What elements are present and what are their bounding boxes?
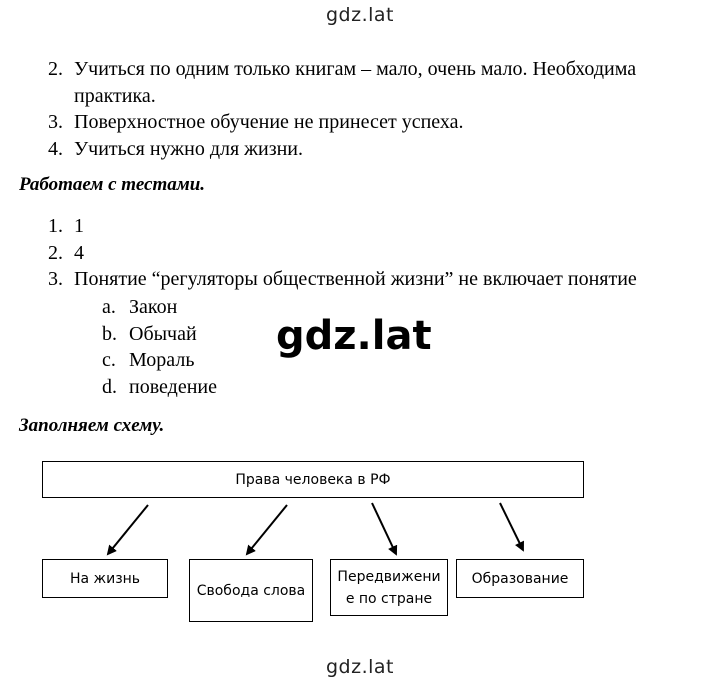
list-item-number: 2. (48, 58, 63, 80)
tests-heading: Работаем с тестами. (19, 174, 206, 195)
arrow-4 (499, 502, 524, 552)
scheme-child-label: На жизнь (69, 570, 141, 587)
scheme-child-label: Образование (471, 570, 569, 587)
options-list: a. Закон b. Обычай c. Мораль d. поведени… (102, 294, 402, 400)
option-item: c. Мораль (102, 347, 402, 374)
list-item: 3. Понятие “регуляторы общественной жизн… (48, 266, 708, 293)
watermark-top: gdz.lat (325, 4, 394, 26)
list-item-text: 4 (74, 241, 84, 264)
scheme-child-box: Образование (456, 559, 584, 598)
option-item: d. поведение (102, 374, 402, 401)
conclusions-list: 2. Учиться по одним только книгам – мало… (48, 56, 708, 162)
scheme-root-label: Права человека в РФ (235, 471, 391, 488)
scheme-child-box: На жизнь (42, 559, 168, 598)
watermark-bottom: gdz.lat (325, 656, 394, 678)
option-letter: b. (102, 322, 117, 345)
scheme-child-box: Передвижение по стране (330, 559, 448, 616)
arrow-1 (106, 504, 149, 556)
list-item-text: Учиться нужно для жизни. (74, 137, 304, 160)
list-item-number: 3. (48, 111, 63, 133)
option-item: a. Закон (102, 294, 402, 321)
option-text: Мораль (129, 349, 195, 371)
list-item-number: 1. (48, 215, 63, 237)
scheme-root-box: Права человека в РФ (42, 461, 584, 498)
arrow-3 (371, 502, 398, 556)
list-item-number: 3. (48, 268, 63, 290)
option-text: Закон (129, 296, 178, 318)
list-item-text: Понятие “регуляторы общественной жизни” … (74, 268, 637, 290)
scheme-child-label: Свобода слова (196, 582, 306, 599)
list-item-text: 1 (74, 215, 84, 237)
scheme-heading: Заполняем схему. (19, 415, 165, 436)
list-item-text: Учиться по одним только книгам – мало, о… (74, 58, 637, 107)
option-item: b. Обычай (102, 321, 402, 348)
list-item-number: 2. (48, 241, 63, 264)
list-item: 2. 4 (48, 240, 708, 267)
tests-list: 1. 1 2. 4 3. Понятие “регуляторы обществ… (48, 213, 708, 293)
list-item: 3. Поверхностное обучение не принесет ус… (48, 109, 708, 136)
watermark-center: gdz.lat (276, 313, 432, 359)
list-item: 4. Учиться нужно для жизни. (48, 136, 708, 163)
scheme-child-label: Передвижение по стране (337, 568, 441, 607)
option-text: поведение (129, 375, 217, 398)
list-item: 2. Учиться по одним только книгам – мало… (48, 56, 708, 109)
list-item-text: Поверхностное обучение не принесет успех… (74, 111, 464, 133)
option-letter: d. (102, 375, 117, 398)
list-item: 1. 1 (48, 213, 708, 240)
arrow-2 (245, 504, 288, 556)
list-item-number: 4. (48, 137, 63, 160)
scheme-child-box: Свобода слова (189, 559, 313, 622)
option-text: Обычай (129, 322, 197, 345)
option-letter: a. (102, 296, 116, 318)
option-letter: c. (102, 349, 116, 371)
